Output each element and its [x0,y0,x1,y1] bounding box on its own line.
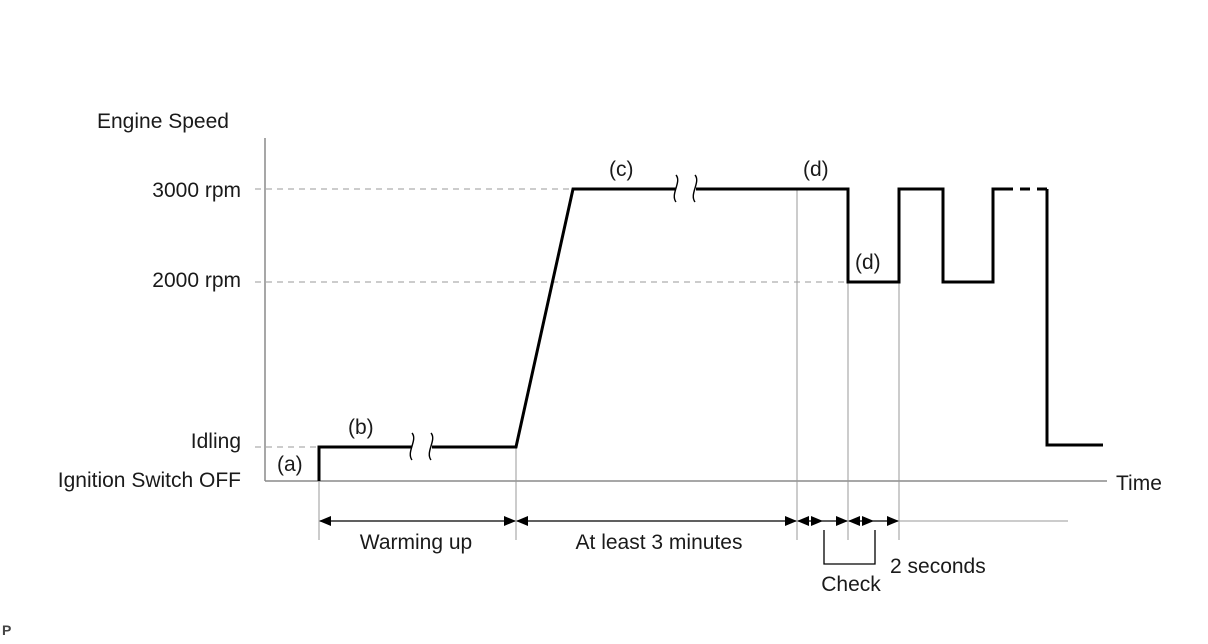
y-axis-title: Engine Speed [97,110,229,133]
level-label-2000rpm: 2000 rpm [152,269,241,292]
interval-label-at-least-3-minutes: At least 3 minutes [576,531,743,554]
check-bracket [823,530,876,565]
level-label-idling: Idling [191,430,241,453]
curve-label-a: (a) [277,453,303,476]
level-label-ignition-off: Ignition Switch OFF [58,469,241,492]
time-break-marks [409,174,698,461]
corner-mark: P [2,622,12,638]
curve-label-b: (b) [348,416,374,439]
x-axis-title: Time [1116,472,1162,495]
curve-label-c: (c) [609,158,634,181]
vertical-reference-lines [318,189,900,540]
check-label: Check [821,573,881,596]
curve-label-d-lower: (d) [855,251,881,274]
duration-label: 2 seconds [890,555,986,578]
curve-label-d-upper: (d) [803,158,829,181]
level-label-3000rpm: 3000 rpm [152,179,241,202]
engine-speed-curve [317,187,1103,481]
interval-label-warming-up: Warming up [360,531,472,554]
